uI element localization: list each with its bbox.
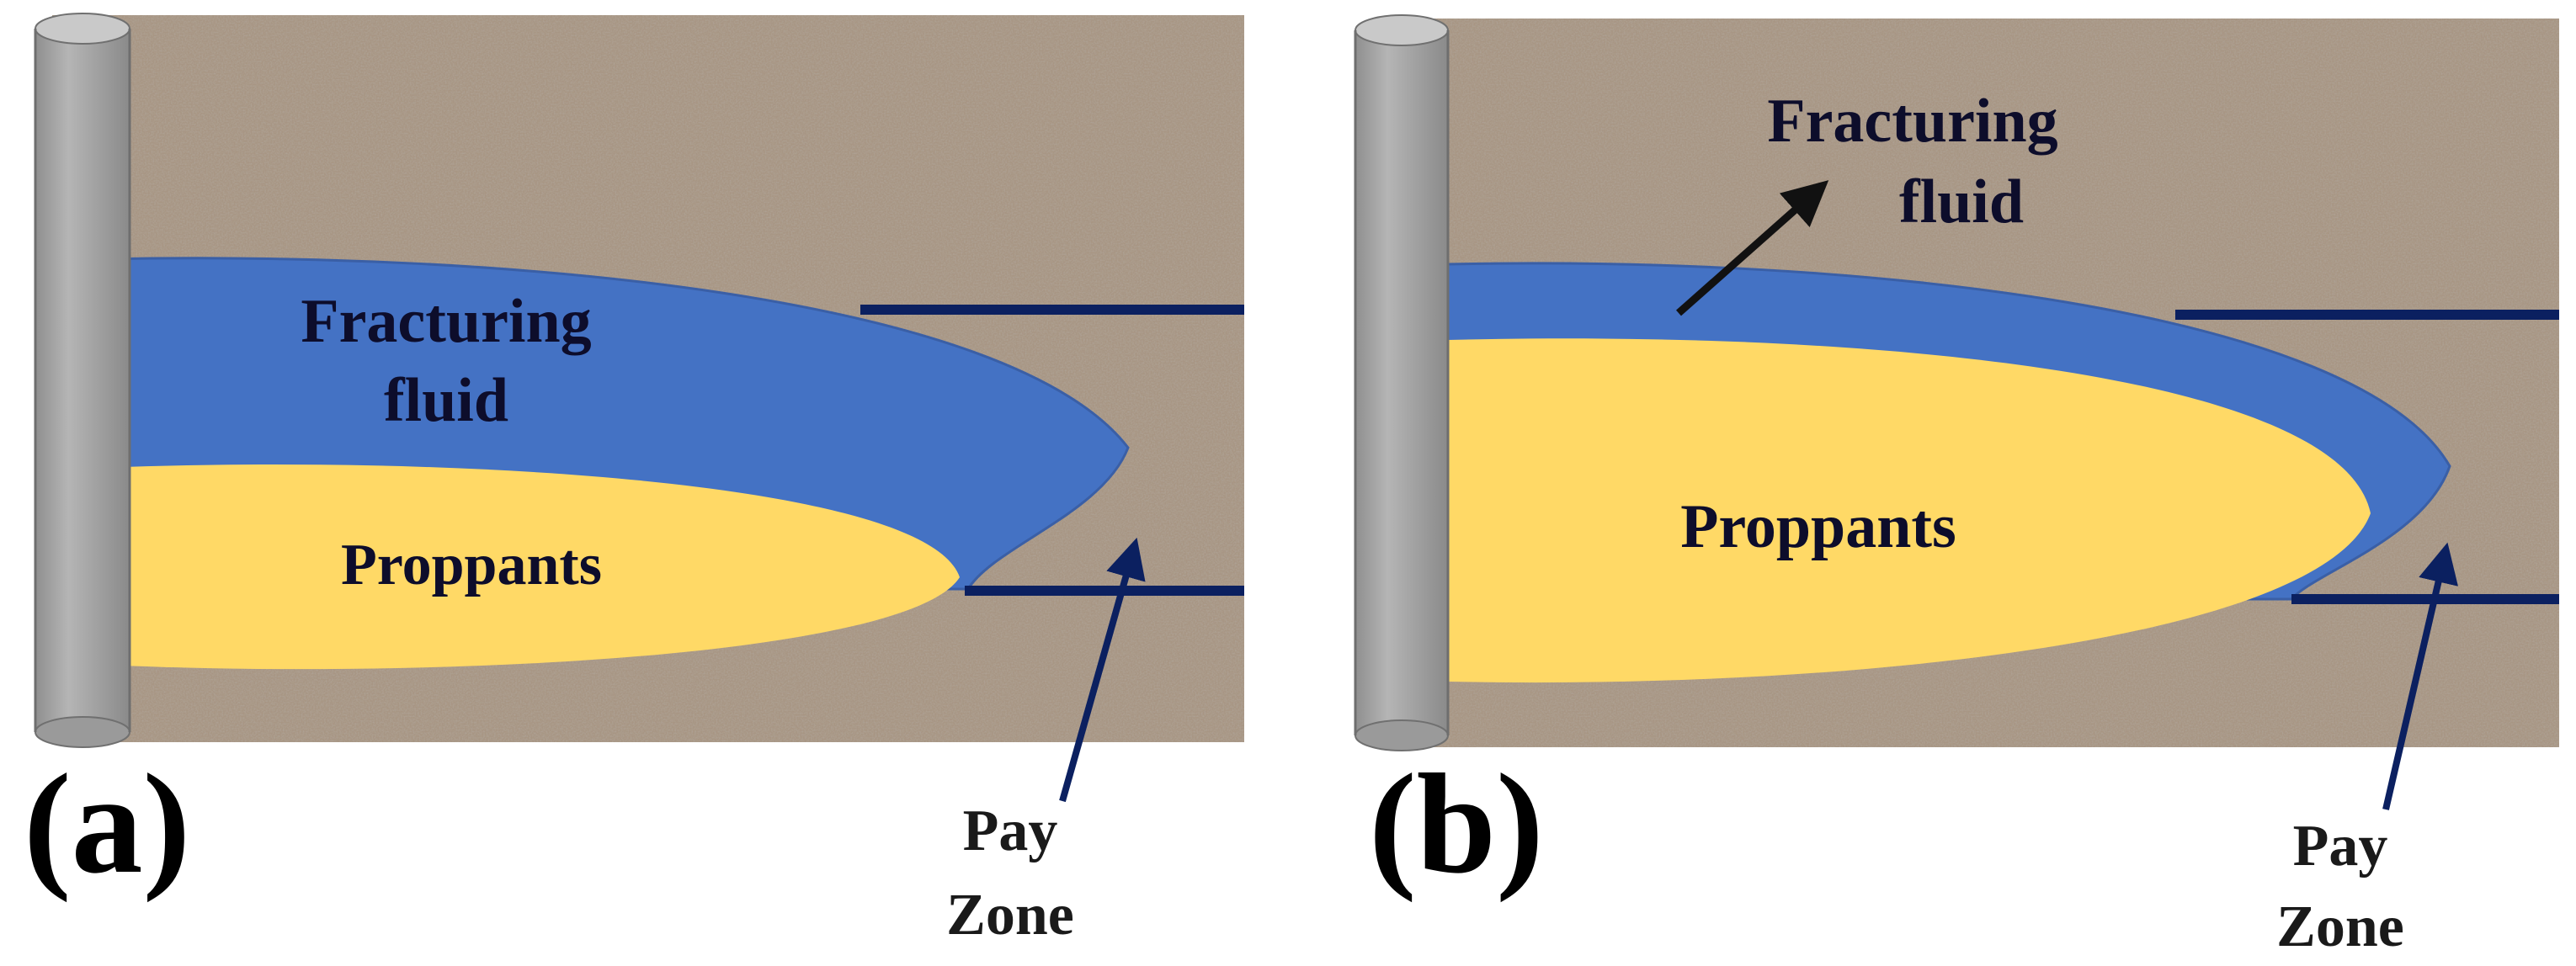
wellbore-a [34,13,131,748]
pay-label-line2-b: Zone [2276,894,2404,959]
proppant-label-b: Proppants [1680,492,1956,561]
pay-label-line1-b: Pay [2293,814,2388,878]
pay-label-line1-a: Pay [963,799,1058,863]
wellbore-b [1354,14,1450,751]
panel-b: Fracturing fluid Proppants Pay Zone (b) [1354,14,2559,959]
fluid-label-line2-b: fluid [1899,167,2024,236]
fluid-arrow-b [1676,180,1829,316]
panel-a: Fracturing fluid Proppants Pay Zone (a) [24,13,1244,947]
pay-zone-arrow-b [2382,542,2458,810]
panel-label-a: (a) [24,745,190,903]
proppant-region-b [1448,338,2371,683]
fluid-label-line1-a: Fracturing [301,287,591,356]
fluid-label-line1-b: Fracturing [1767,87,2057,156]
pay-label-line2-a: Zone [946,883,1074,947]
pay-zone-arrow-a [1059,537,1146,803]
panel-label-b: (b) [1369,745,1544,903]
fluid-label-line2-a: fluid [384,366,508,435]
proppant-label-a: Proppants [341,533,602,597]
proppant-region-a [101,464,960,670]
